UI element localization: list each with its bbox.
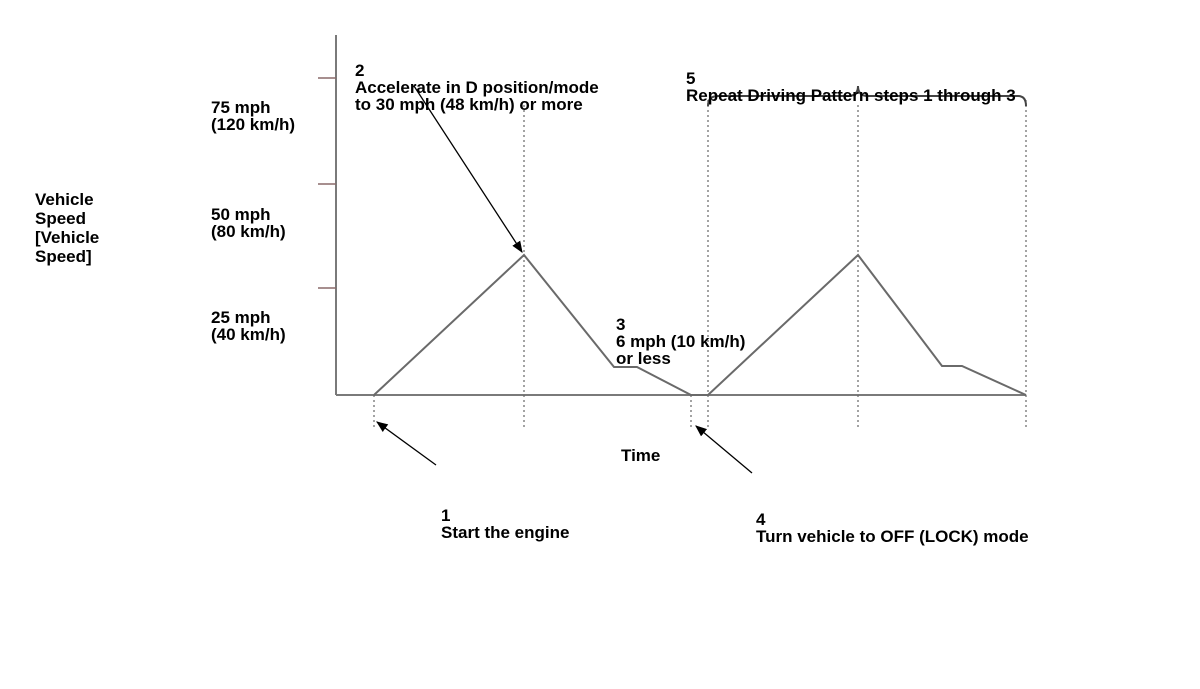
x-axis-title: Time [621, 446, 661, 465]
y-tick-label-50: 50 mph(80 km/h) [211, 205, 286, 241]
y-tick-label-75: 75 mph(120 km/h) [211, 98, 296, 134]
speed-curve [373, 253, 1027, 396]
step-4-arrow [695, 425, 753, 474]
repeat-bracket [707, 85, 1027, 107]
step-2-arrow [413, 85, 523, 253]
step-1-arrow [376, 421, 437, 466]
y-tick-label-25: 25 mph(40 km/h) [211, 308, 286, 344]
